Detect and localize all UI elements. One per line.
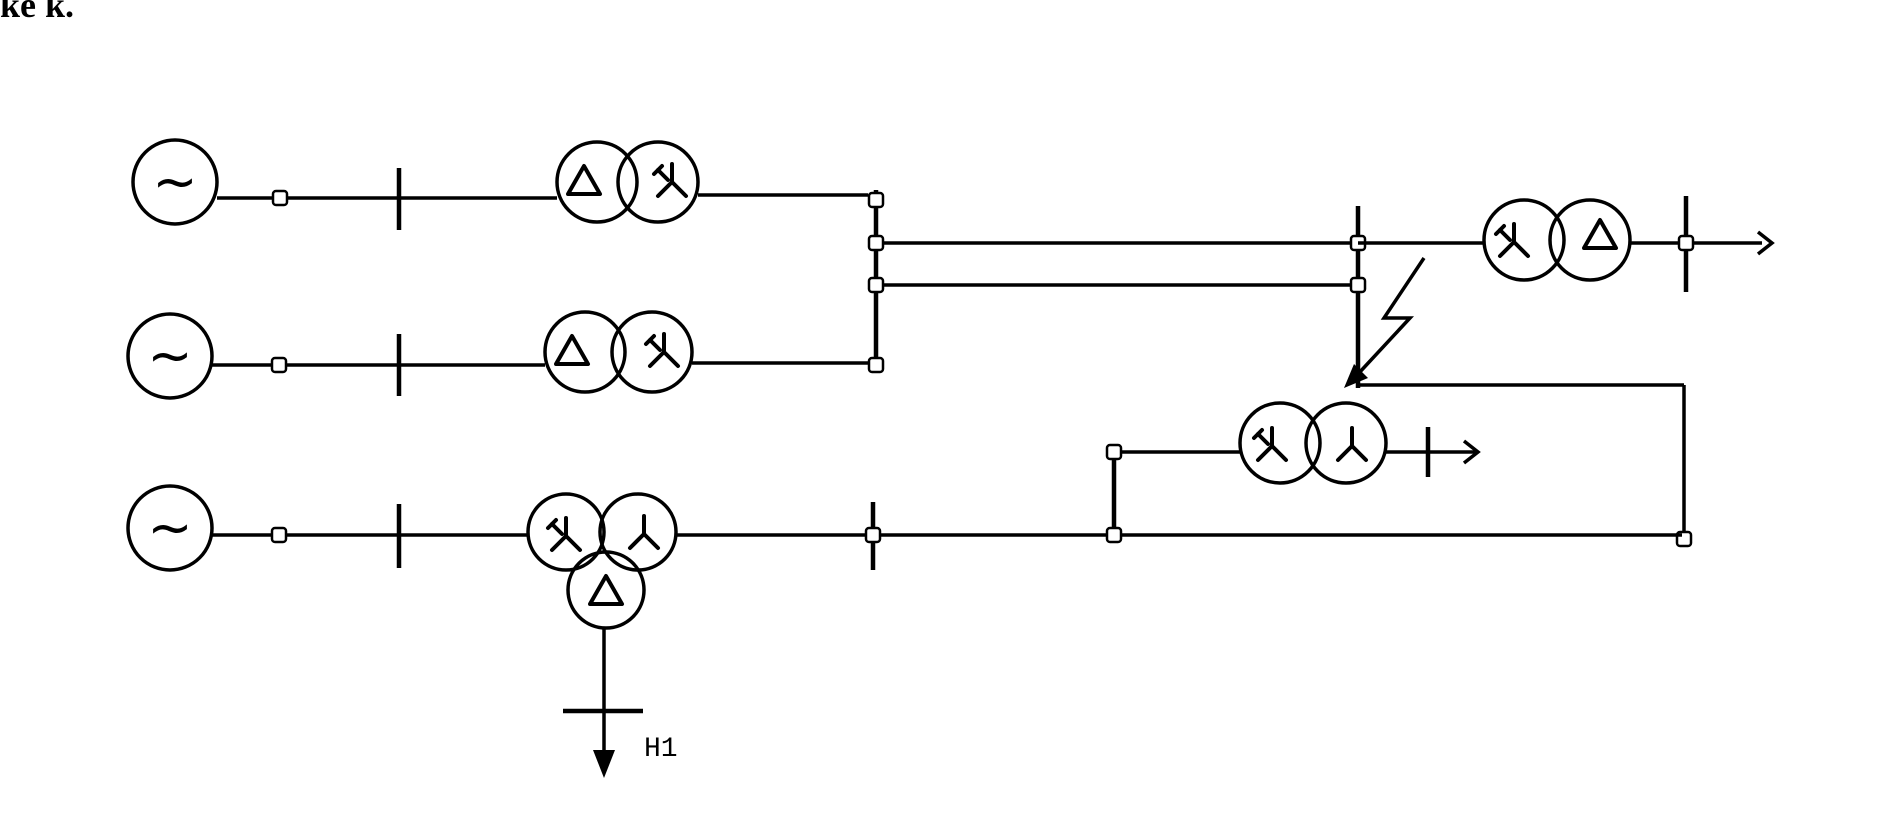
breaker-g2 [270,356,288,374]
grounded-wye-winding-icon [546,516,582,552]
breaker-g3 [270,526,288,544]
load-h1-label: H1 [644,734,678,765]
delta-winding-icon [566,164,602,196]
generator-g2: ~ [126,312,214,400]
delta-winding-icon [1582,218,1618,250]
load-t4-arrow-icon [1756,230,1775,256]
wye-winding-icon [628,514,660,550]
grounded-wye-winding-icon [644,332,680,368]
delta-winding-icon [588,574,624,606]
grounded-wye-winding-icon [652,162,688,198]
page-header-fragment: ke k. [0,0,75,25]
grounded-wye-winding-icon [1252,426,1288,462]
transformer-t4 [1482,198,1632,282]
generator-g1: ~ [131,138,219,226]
load-t5-arrow-icon [1462,439,1481,465]
transformer-t5 [1238,401,1388,485]
delta-winding-icon [554,334,590,366]
grounded-wye-winding-icon [1494,222,1530,258]
wye-winding-icon [1336,426,1368,462]
generator-g1-symbol: ~ [152,150,197,213]
transformer-t2 [543,310,694,394]
fault-lightning-icon [1344,257,1426,388]
load-h1-arrow-icon [593,750,615,778]
breaker-g1 [271,189,289,207]
transformer-t1 [555,140,700,224]
generator-g3-symbol: ~ [147,496,192,559]
generator-g2-symbol: ~ [147,324,192,387]
transformer-t3 [526,492,678,630]
generator-g3: ~ [126,484,214,572]
